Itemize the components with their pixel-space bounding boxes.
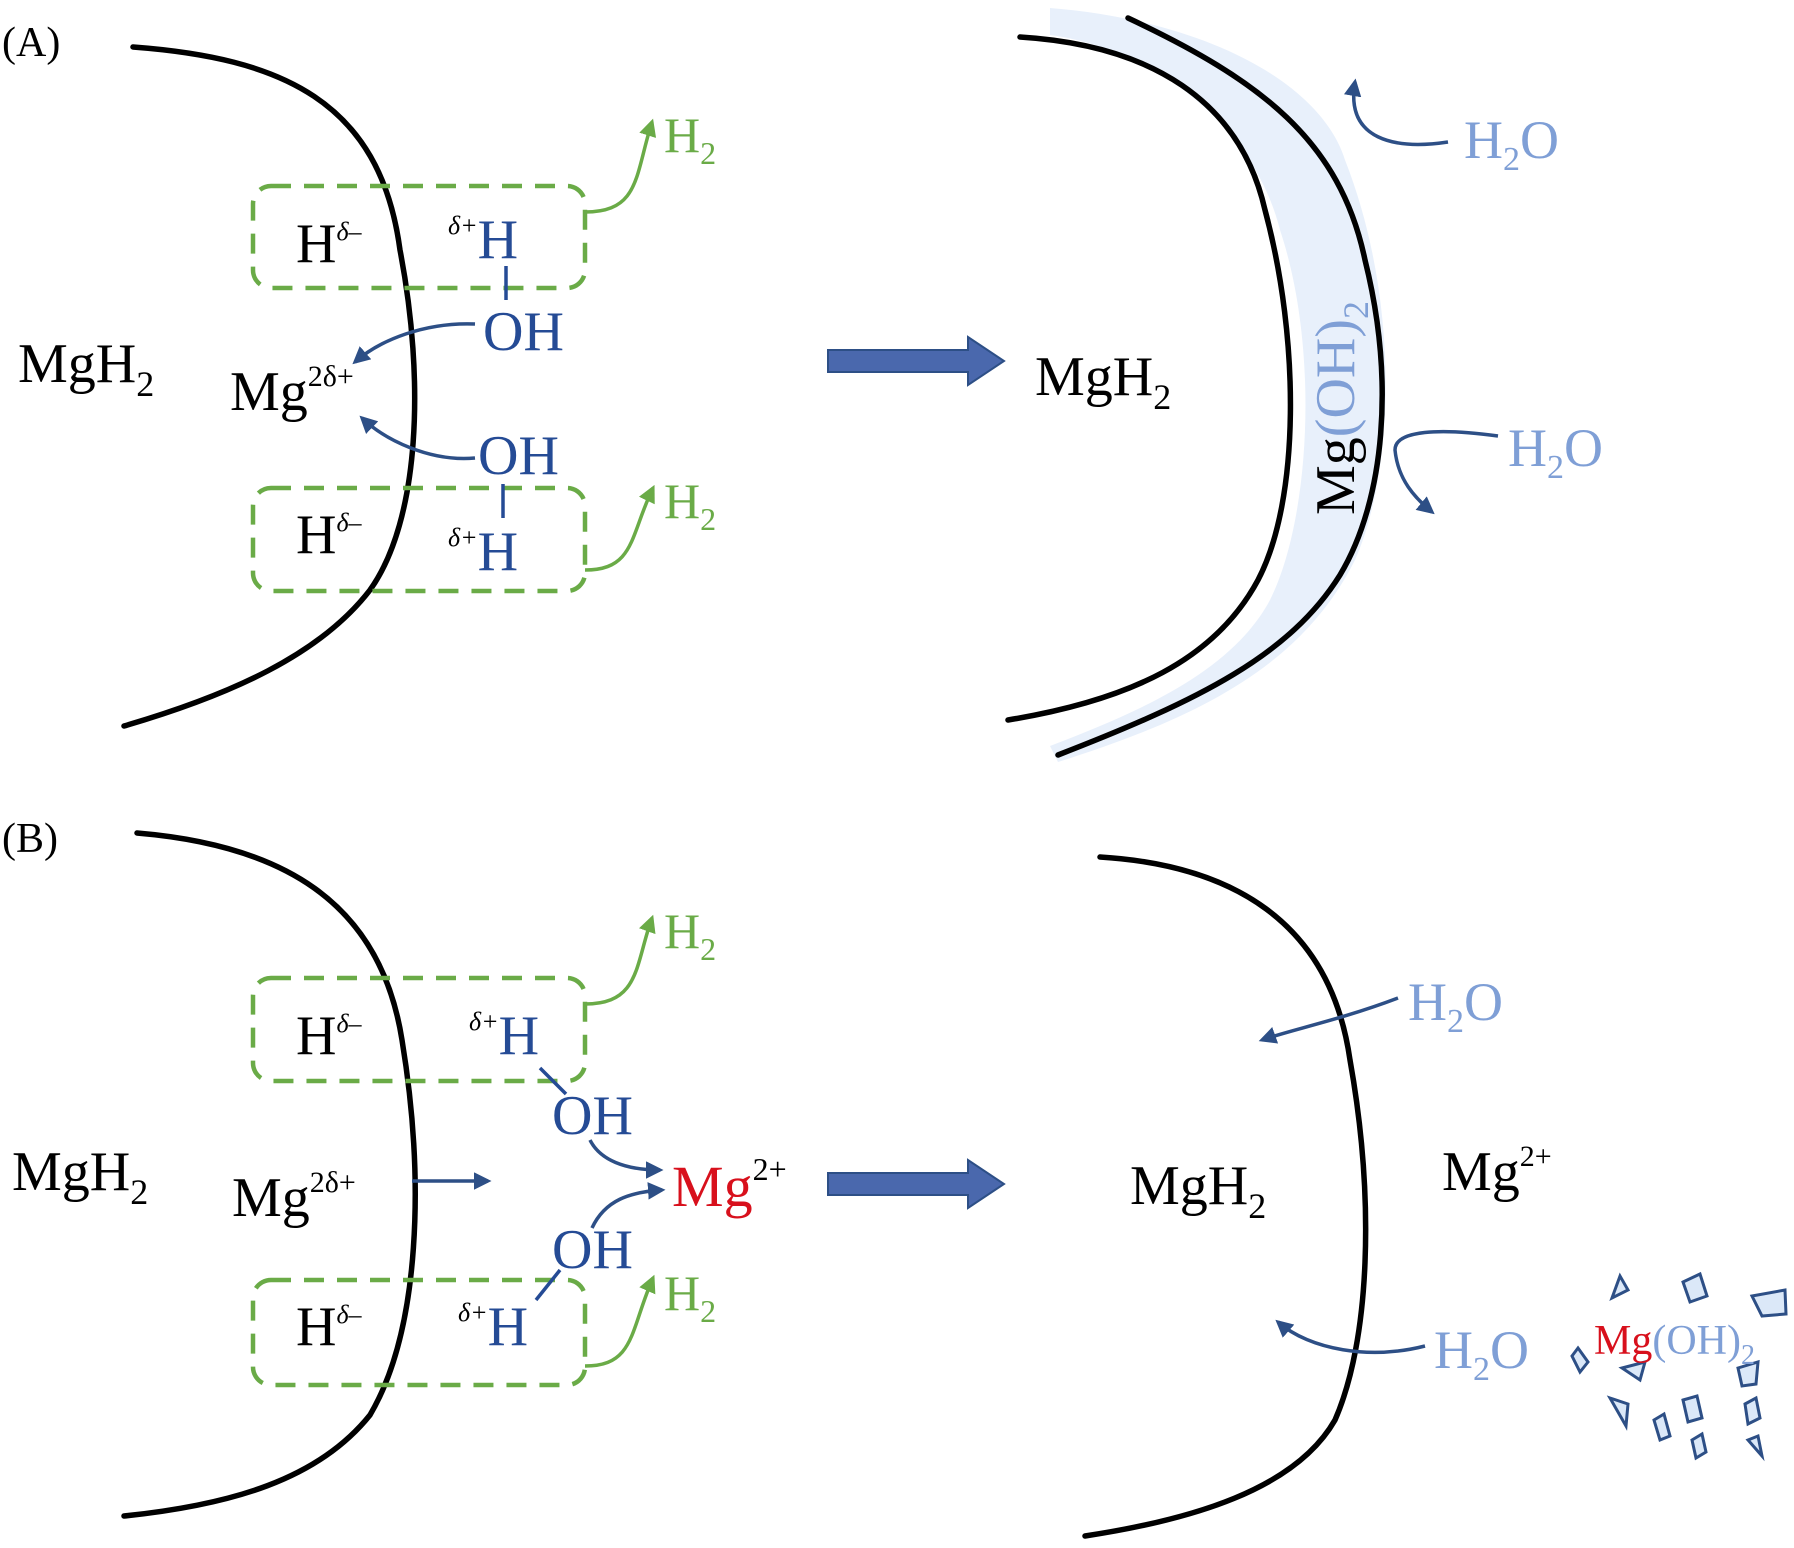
mg-oh2-passivation-layer [1050,8,1386,762]
mg-2delta-plus: Mg2δ+ [232,1166,356,1229]
mgh2-core-label: MgH2 [1130,1155,1266,1226]
h-delta-minus: Hδ– [296,1005,363,1067]
h2-top: H2 [664,903,716,967]
water-blocked-arrow [1393,429,1499,515]
h2-top: H2 [664,107,716,171]
panel-a: (A) Hδ– δ+H OH Hδ– δ+H OH MgH2 Mg2δ+ H2 … [2,8,1603,762]
precipitate-fragment [1652,1411,1672,1443]
h2-release-arrow [584,1274,656,1368]
oh-to-mg-ion-arrow [588,1139,664,1179]
precipitate-fragment [1743,1395,1762,1427]
h-delta-plus: δ+H [469,1005,539,1067]
h-delta-plus: δ+H [458,1296,528,1358]
mgh2-bulk-label: MgH2 [12,1141,148,1212]
dashed-box [250,183,588,291]
h-delta-plus: δ+H [448,209,518,271]
dashed-box [250,485,588,594]
h-delta-plus: δ+H [448,521,518,583]
mg-2plus-ion: Mg2+ [672,1151,787,1219]
oh-h-bond [534,1268,562,1302]
dashed-box [250,1277,588,1388]
oh-to-mg-arrow [352,322,476,365]
oh-top: OH [552,1085,633,1147]
h-oh-bond [538,1066,568,1096]
precipitate-fragment [1690,1431,1708,1461]
precipitate-fragment [1609,1272,1631,1302]
h2o-bottom: H2O [1434,1320,1529,1388]
h2-release-arrow [584,118,657,214]
h-delta-minus: Hδ– [296,213,363,275]
h-delta-minus: Hδ– [296,504,363,566]
mg-2delta-plus: Mg2δ+ [230,360,354,423]
h2-bottom: H2 [664,473,716,537]
panel-b: (B) Hδ– δ+H OH Hδ– δ+H OH MgH2 Mg2δ+ Mg2… [2,816,1788,1539]
mgh2-core-label: MgH2 [1035,346,1171,417]
water-blocked-arrow [1344,78,1449,147]
panel-a-bottom-hydrogen-box: Hδ– δ+H [250,485,588,594]
panel-b-top-hydrogen-box: Hδ– δ+H [250,975,588,1084]
oh-bottom: OH [478,425,559,487]
water-penetration-arrow [1275,1319,1426,1355]
oh-top: OH [483,301,564,363]
h2o-top: H2O [1408,972,1503,1040]
water-penetration-arrow [1258,996,1399,1044]
h2o-bottom: H2O [1508,418,1603,486]
panel-a-particle-surface [121,44,418,729]
panel-b-particle-surface [121,830,418,1519]
panel-b-bottom-hydrogen-box: Hδ– δ+H [250,1277,588,1388]
mg-oh2-precipitate-label: Mg(OH)2 [1594,1318,1755,1371]
dashed-box [250,975,588,1084]
mg-2plus-in-solution: Mg2+ [1442,1140,1552,1203]
precipitate-fragment [1745,1433,1765,1462]
layer-outer-surface [1055,15,1385,758]
mg-oh2-layer-label: Mg(OH)2 [1305,301,1376,515]
h2o-top: H2O [1464,110,1559,178]
reaction-arrow [827,1158,1006,1210]
precipitate-fragment [1736,1359,1760,1388]
mgh2-bulk-label: MgH2 [18,333,154,404]
precipitate-fragment [1681,1271,1709,1304]
panel-a-label: (A) [2,20,60,66]
h2-release-arrow [584,914,656,1006]
oh-to-mg-ion-arrow [590,1182,666,1229]
h2-bottom: H2 [664,1265,716,1329]
precipitate-fragment [1749,1288,1788,1318]
mg-oh2-precipitate-fragments [1570,1271,1788,1462]
h-delta-minus: Hδ– [296,1296,363,1358]
precipitate-fragment [1570,1345,1590,1375]
panel-b-label: (B) [2,816,58,862]
precipitate-fragment [1681,1394,1704,1424]
mgh2-inner-surface [1005,34,1294,723]
panel-a-top-hydrogen-box: Hδ– δ+H [250,183,588,291]
oh-to-mg-arrow [359,415,476,461]
h2-release-arrow [584,484,655,572]
oh-bottom: OH [552,1219,633,1281]
panel-b-right-particle-surface [1082,854,1369,1539]
precipitate-fragment [1606,1395,1630,1431]
reaction-arrow [827,335,1006,387]
precipitate-fragment [1618,1359,1648,1383]
